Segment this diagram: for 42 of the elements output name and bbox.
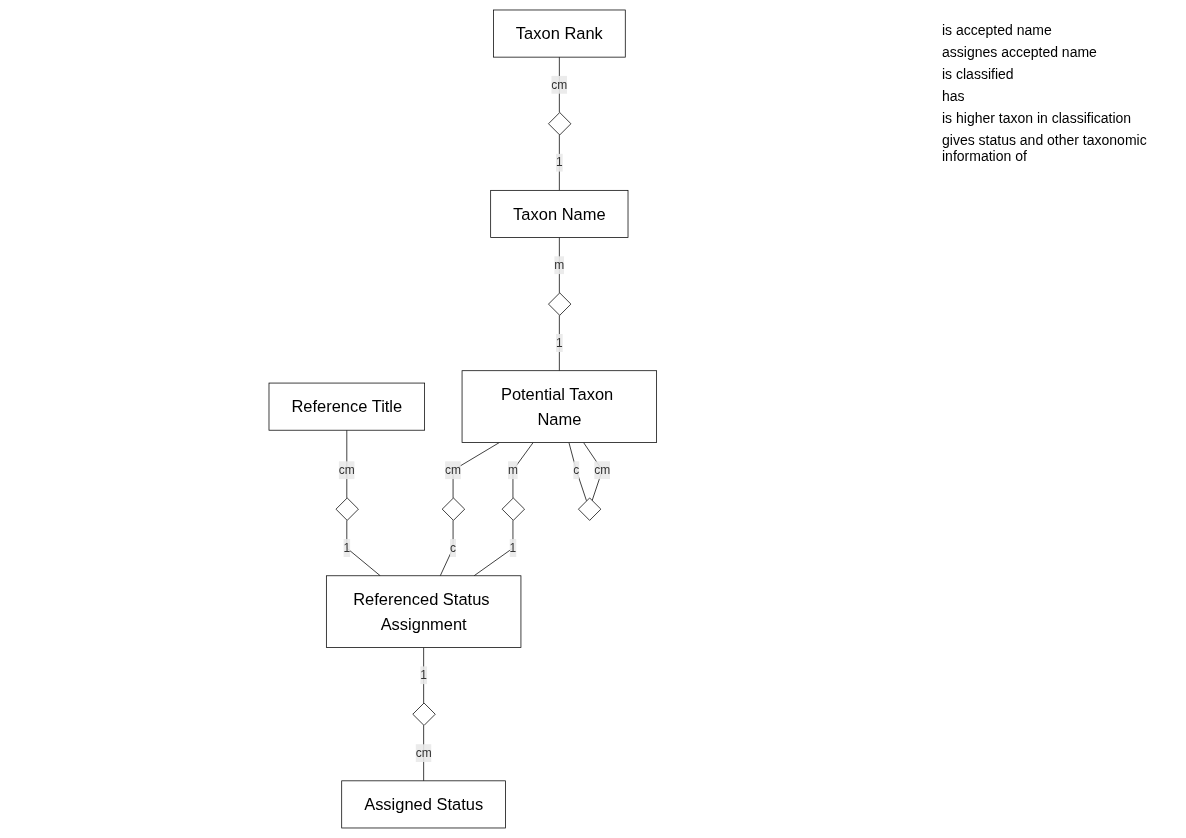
edge-label: 1 — [420, 668, 428, 682]
role-note: gives status and other taxonomic information of — [942, 132, 1148, 164]
node-diamond — [442, 497, 466, 521]
node-box: Referenced Status Assignment — [326, 575, 522, 648]
role-note: has — [942, 88, 966, 104]
node-box: Taxon Rank — [493, 9, 626, 58]
node-diamond — [548, 292, 572, 316]
node-box: Assigned Status — [341, 780, 507, 829]
edge-label: c — [573, 463, 580, 477]
connector — [346, 429, 348, 499]
edge-label: cm — [415, 746, 432, 760]
node-diamond — [578, 497, 602, 521]
role-note: is accepted name — [942, 22, 1053, 38]
role-note: is higher taxon in classification — [942, 110, 1133, 126]
edge-label: 1 — [556, 155, 563, 169]
node-box: Potential Taxon Name — [461, 370, 658, 443]
connector — [559, 56, 560, 113]
role-note: is classified — [942, 66, 1015, 82]
edge-label: m — [508, 463, 519, 477]
connector — [568, 442, 588, 502]
edge-label: 1 — [556, 336, 563, 350]
connector — [512, 442, 534, 499]
connector — [559, 237, 560, 294]
connector — [452, 442, 500, 499]
node-box: Taxon Name — [490, 190, 629, 238]
node-box: Reference Title — [268, 382, 426, 431]
connector — [423, 725, 425, 782]
node-diamond — [412, 702, 436, 726]
edge-label: cm — [339, 463, 355, 477]
edge-label: m — [554, 258, 565, 272]
node-diamond — [335, 497, 359, 521]
connector — [440, 520, 454, 577]
edge-label: cm — [445, 463, 462, 477]
edge-label: 1 — [509, 541, 517, 555]
node-diamond — [548, 112, 572, 136]
edge-label: cm — [551, 78, 568, 91]
role-note: assignes accepted name — [942, 44, 1098, 60]
edge-label: 1 — [343, 541, 351, 555]
edge-label: c — [450, 541, 457, 555]
edge-label: cm — [594, 463, 611, 477]
connector — [346, 520, 381, 577]
node-diamond — [501, 497, 526, 521]
